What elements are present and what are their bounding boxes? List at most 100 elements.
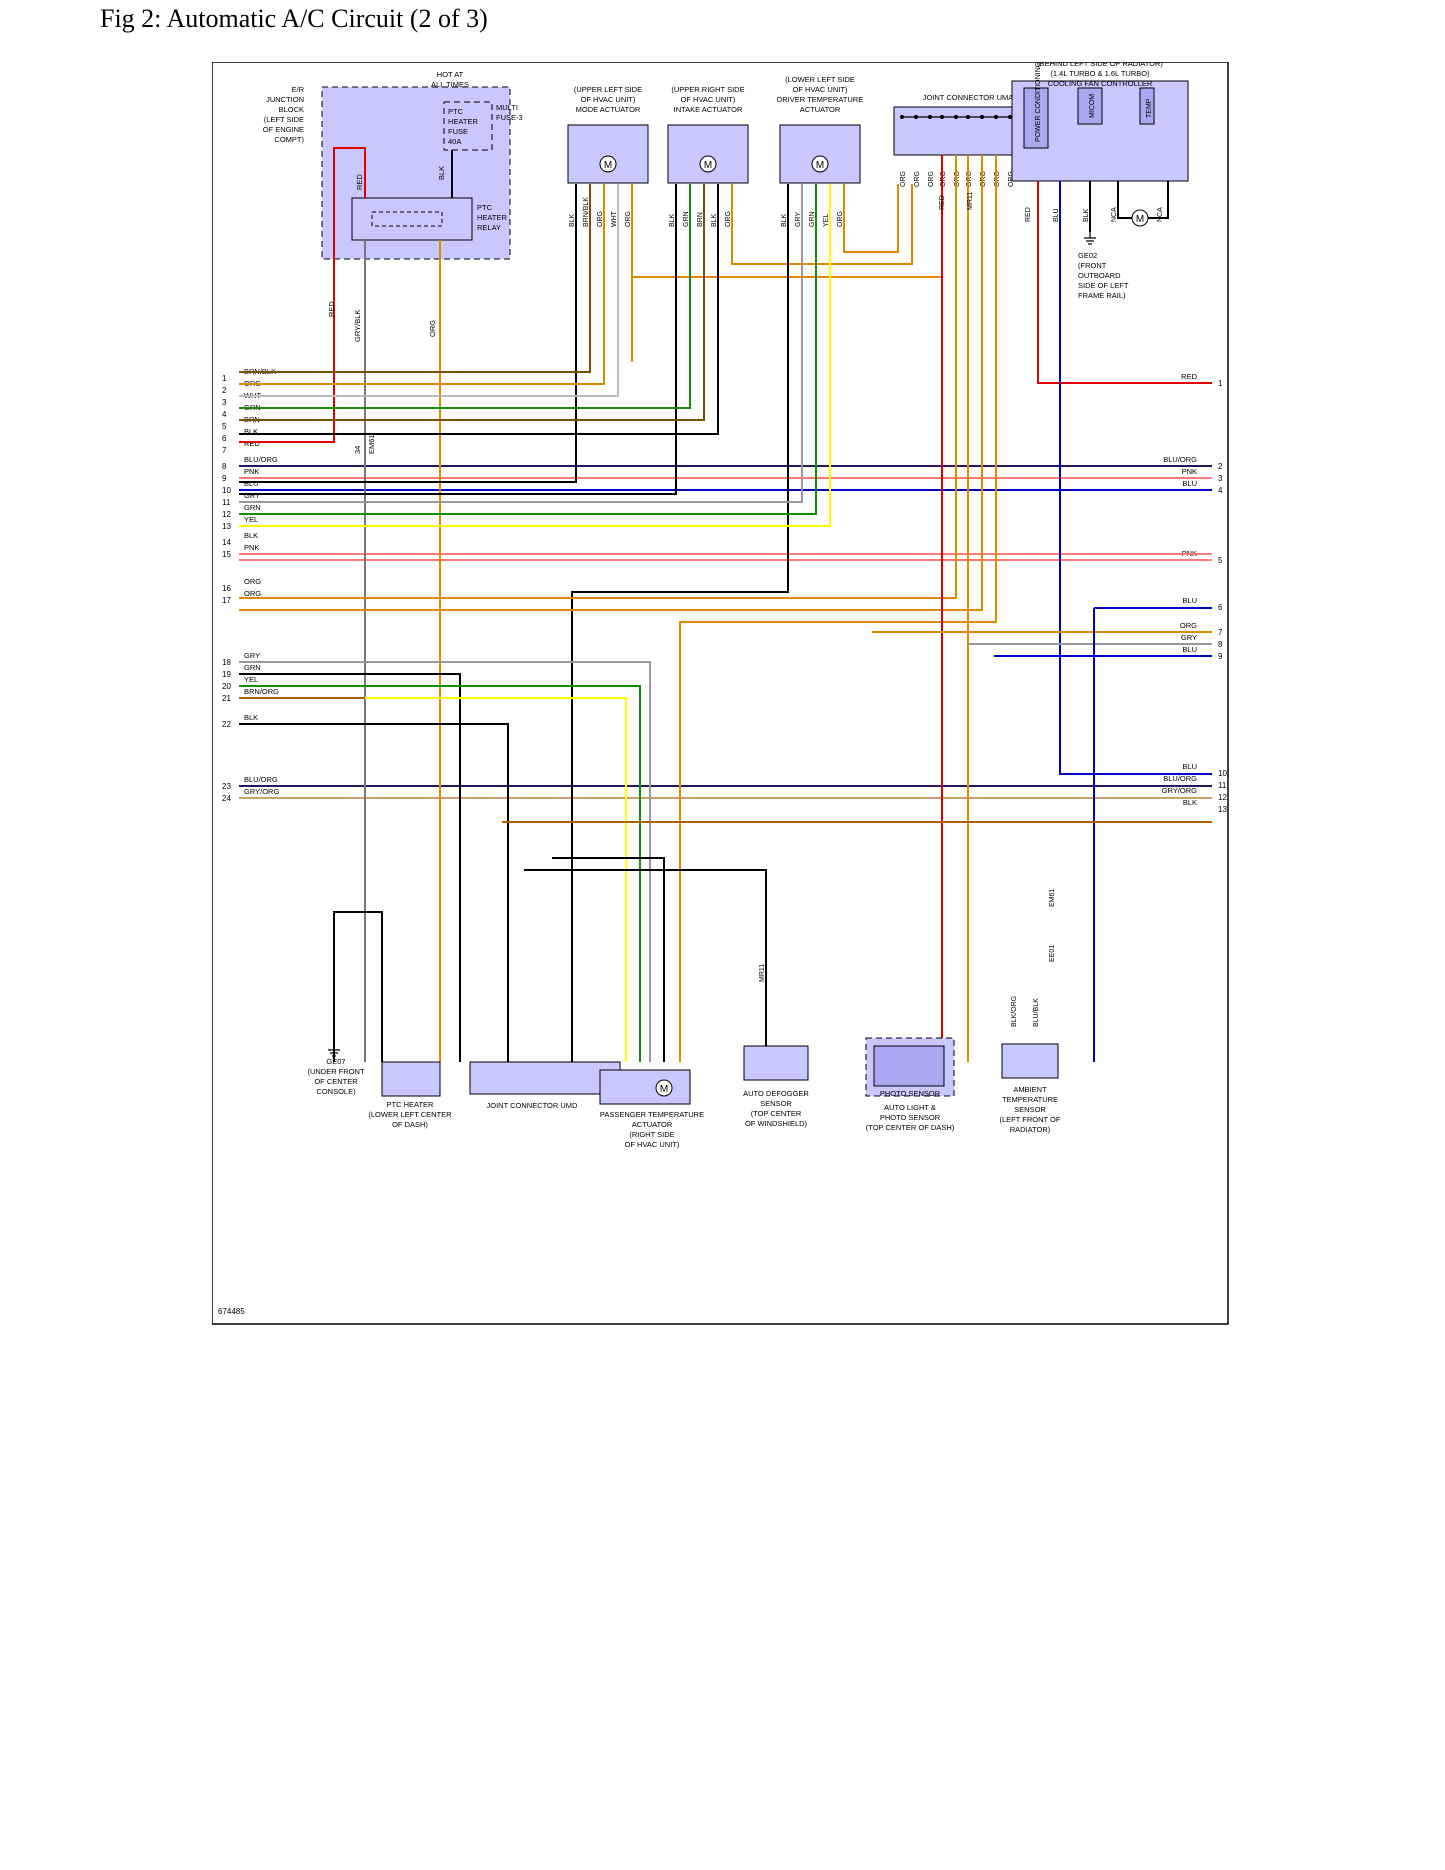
auto-light-label: PHOTO SENSOR xyxy=(880,1113,941,1122)
defogger-label: (TOP CENTER xyxy=(751,1109,802,1118)
umd-label: JOINT CONNECTOR UMD xyxy=(487,1101,579,1110)
wire-red xyxy=(239,147,366,443)
left-pin-number: 15 xyxy=(222,550,231,559)
left-wire-color-label: BRN/ORG xyxy=(244,687,279,696)
intake-motor-icon xyxy=(699,155,717,173)
driver-temp-label: DRIVER TEMPERATURE xyxy=(777,95,863,104)
ej-block-label: E/R xyxy=(291,85,304,94)
intake-actuator-label: OF HVAC UNIT) xyxy=(681,95,736,104)
motor-letter: M xyxy=(604,160,612,171)
left-pin-number: 22 xyxy=(222,720,231,729)
auto-light-label: (TOP CENTER OF DASH) xyxy=(866,1123,955,1132)
ge07-label: GE07 xyxy=(326,1057,345,1066)
intake-actuator-label: (UPPER RIGHT SIDE xyxy=(671,85,744,94)
ej-block-label: COMPT) xyxy=(274,135,304,144)
wire-label: ORG xyxy=(428,320,437,337)
right-wire-color-label: GRY/ORG xyxy=(1162,786,1197,795)
right-pin-number: 6 xyxy=(1218,603,1223,612)
left-wire-color-label: BLU xyxy=(244,479,259,488)
wire xyxy=(239,184,691,409)
ptc-relay-label: HEATER xyxy=(477,213,507,222)
wire xyxy=(552,857,665,1062)
wire-label: GRN xyxy=(809,211,816,227)
right-pin-number: 2 xyxy=(1218,462,1223,471)
ambient-label: (LEFT FRONT OF xyxy=(1000,1115,1061,1124)
right-wire-color-label: BLU xyxy=(1182,645,1197,654)
right-pin-number: 12 xyxy=(1218,793,1227,802)
left-pin-number: 3 xyxy=(222,398,227,407)
wire-label: GRY/BLK xyxy=(353,310,362,342)
left-pin-number: 12 xyxy=(222,510,231,519)
right-wire-color-label: BLU/ORG xyxy=(1163,774,1197,783)
hot-at-label: HOT AT xyxy=(437,70,464,79)
wire-label: ORG xyxy=(928,171,935,187)
right-pin-number: 1 xyxy=(1218,379,1223,388)
ge07-label: (UNDER FRONT xyxy=(307,1067,364,1076)
left-wire-color-label: GRY xyxy=(244,651,260,660)
power-conditioning-block xyxy=(1023,87,1049,149)
uma-label: JOINT CONNECTOR UMA xyxy=(923,93,1014,102)
intake-actuator-label: INTAKE ACTUATOR xyxy=(674,105,743,114)
passenger-temp-motor-icon xyxy=(655,1079,673,1097)
right-wire-color-label: BLU xyxy=(1182,479,1197,488)
ground-icon xyxy=(328,1044,340,1057)
fan-controller-label: (1.4L TURBO & 1.6L TURBO) xyxy=(1050,69,1150,78)
motor-letter: M xyxy=(816,160,824,171)
wire-label: ORG xyxy=(966,171,973,187)
wire-label: NCA xyxy=(1157,207,1164,222)
mode-actuator-label: OF HVAC UNIT) xyxy=(581,95,636,104)
motor-letter: M xyxy=(1136,214,1144,225)
junction-dot xyxy=(980,115,984,119)
multi-fuse-label: FUSE-3 xyxy=(496,113,523,122)
wire-label: ORG xyxy=(954,171,961,187)
power-cond-label: POWER CONDITIONING xyxy=(1035,62,1042,142)
junction-dot xyxy=(994,115,998,119)
left-pin-number: 16 xyxy=(222,584,231,593)
right-pin-number: 8 xyxy=(1218,640,1223,649)
left-pin-number: 1 xyxy=(222,374,227,383)
junction-dot xyxy=(900,115,904,119)
ge07-label: OF CENTER xyxy=(314,1077,358,1086)
left-pin-number: 20 xyxy=(222,682,231,691)
hot-at-label: ALL TIMES xyxy=(431,80,469,89)
left-wire-color-label: GRY xyxy=(244,491,260,500)
left-wire-color-label: YEL xyxy=(244,515,258,524)
micom-label: MICOM xyxy=(1089,94,1096,118)
wire xyxy=(1037,181,1212,384)
left-wire-color-label: ORG xyxy=(244,589,261,598)
wire-label: BLK xyxy=(781,213,788,227)
pass-temp-label: PASSENGER TEMPERATURE xyxy=(600,1110,704,1119)
wire-label: ORG xyxy=(980,171,987,187)
driver-temp-actuator xyxy=(779,124,861,184)
driver-temp-label: (LOWER LEFT SIDE xyxy=(785,75,855,84)
right-pin-number: 10 xyxy=(1218,769,1227,778)
mode-actuator-label: MODE ACTUATOR xyxy=(576,105,641,114)
wire xyxy=(239,184,817,515)
wire xyxy=(239,184,719,435)
mode-motor-icon xyxy=(599,155,617,173)
ambient-label: RADIATOR) xyxy=(1010,1125,1051,1134)
wire-label: GRY xyxy=(795,212,802,227)
wire xyxy=(679,155,997,1062)
wire-label: BRN xyxy=(697,212,704,227)
right-wire-color-label: PNK xyxy=(1182,467,1197,476)
wire-label: RED xyxy=(355,174,364,190)
pass-temp-label: ACTUATOR xyxy=(632,1120,673,1129)
wire xyxy=(239,184,705,421)
wire xyxy=(239,155,983,611)
ptc-fuse-label: 40A xyxy=(448,137,461,146)
junction-dot xyxy=(928,115,932,119)
junction-dot xyxy=(914,115,918,119)
left-pin-number: 10 xyxy=(222,486,231,495)
wire xyxy=(239,685,641,1062)
auto-defogger-sensor xyxy=(743,1045,809,1081)
wire-label: ORG xyxy=(914,171,921,187)
ge07-label: CONSOLE) xyxy=(316,1087,356,1096)
right-pin-number: 3 xyxy=(1218,474,1223,483)
wire xyxy=(239,184,831,527)
right-wire-color-label: BLU/ORG xyxy=(1163,455,1197,464)
right-wire-color-label: BLK xyxy=(1183,798,1197,807)
left-wire-color-label: GRN xyxy=(244,503,261,512)
joint-connector-umd xyxy=(469,1061,621,1095)
